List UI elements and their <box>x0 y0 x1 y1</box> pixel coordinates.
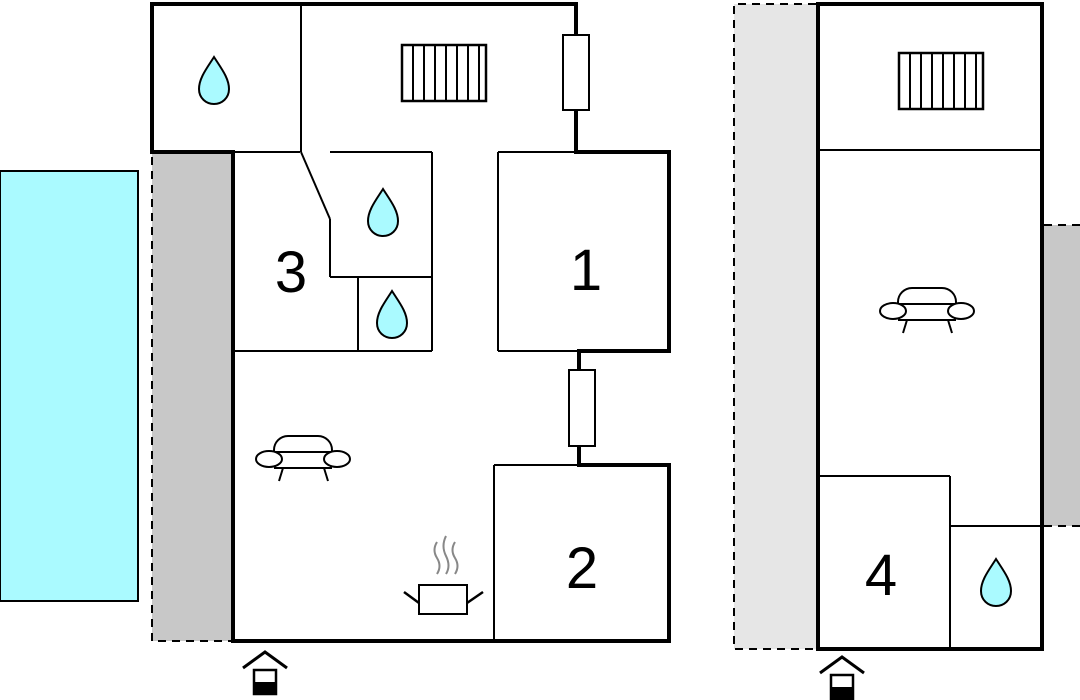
radiator-icon <box>400 43 488 103</box>
terrace-far-right <box>1044 225 1080 526</box>
building-main-walls <box>150 2 671 643</box>
building-annex-walls <box>816 2 1044 651</box>
terrace-left <box>152 153 232 641</box>
pool <box>0 170 139 602</box>
terrace-left-dashed-edge <box>151 152 232 642</box>
water-drop-icon <box>376 290 408 339</box>
room-label-1: 1 <box>570 238 602 303</box>
radiator-icon <box>897 51 985 111</box>
room-label-4: 4 <box>865 543 897 608</box>
water-drop-icon <box>367 188 399 237</box>
sofa-icon <box>255 435 351 482</box>
room-label-2: 2 <box>566 536 598 601</box>
window-icon <box>562 34 590 111</box>
room-label-3: 3 <box>275 240 307 305</box>
entrance-icon <box>818 655 866 700</box>
cooking-pot-icon <box>403 535 484 615</box>
water-drop-icon <box>198 56 230 105</box>
window-icon <box>568 369 596 447</box>
water-drop-icon <box>980 558 1012 607</box>
entrance-icon <box>241 650 289 696</box>
sofa-icon <box>879 287 975 334</box>
terrace-far-right-dashed-edge <box>1044 224 1080 527</box>
terrace-right-building <box>734 4 816 649</box>
